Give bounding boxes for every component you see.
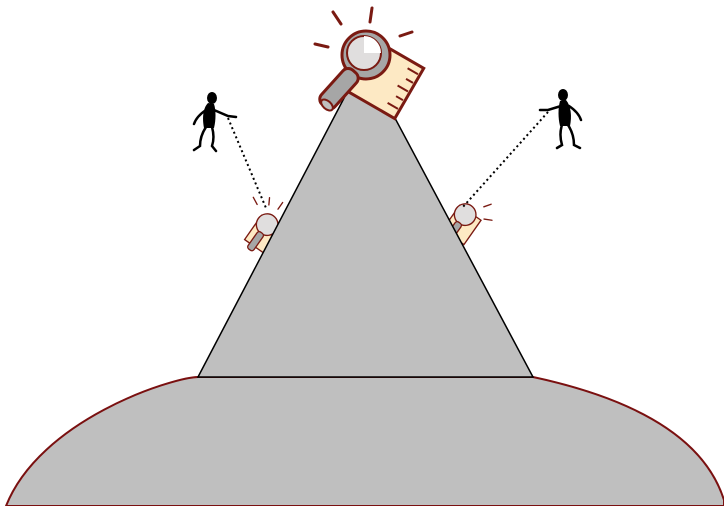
left-pointing-person-icon	[194, 92, 236, 151]
right-pointer-line	[462, 112, 548, 208]
summit-magnifier-icon	[315, 8, 424, 119]
left-pointer-line	[228, 118, 266, 208]
right-pointing-person-icon	[540, 89, 581, 148]
base-hill	[6, 377, 724, 506]
mountain	[198, 60, 533, 377]
